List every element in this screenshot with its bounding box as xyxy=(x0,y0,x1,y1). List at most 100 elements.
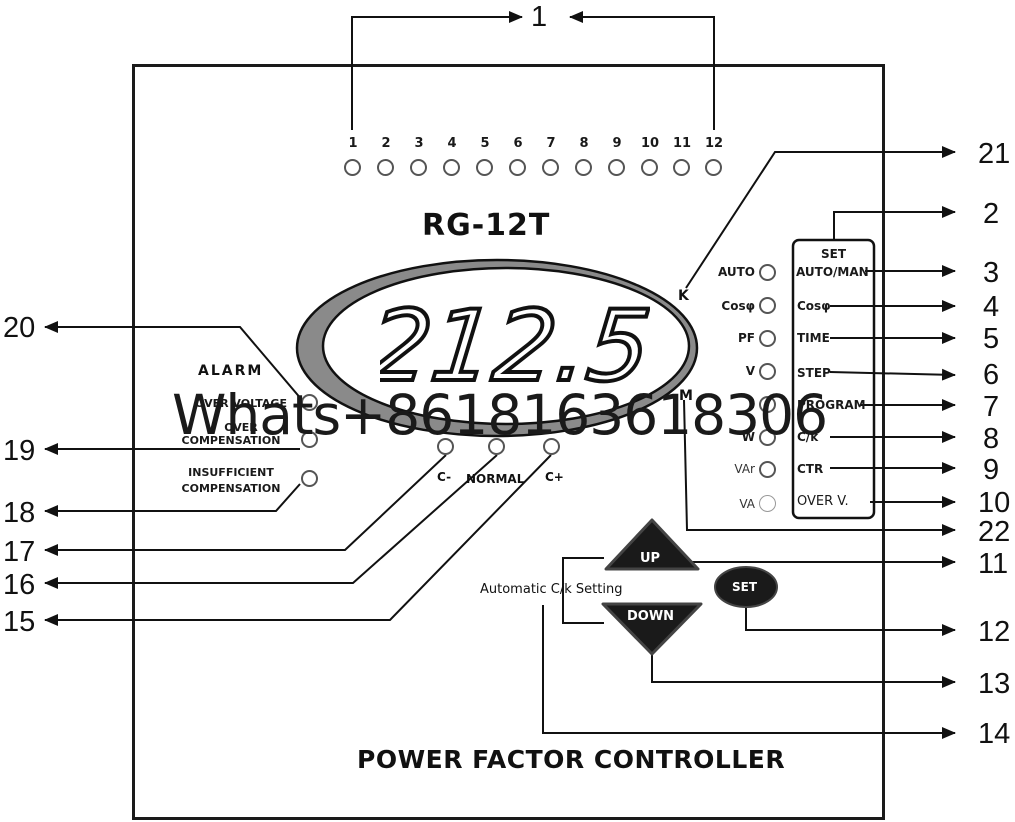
step-led-icon xyxy=(443,159,460,176)
display-screen xyxy=(321,266,691,426)
normal-label: NORMAL xyxy=(466,472,525,486)
callout-20: 20 xyxy=(3,312,36,344)
c-minus-led-icon xyxy=(437,438,454,455)
callout-10: 10 xyxy=(978,487,1011,519)
callout-2: 2 xyxy=(983,198,1000,230)
set-item-program: PROGRAM xyxy=(797,398,866,412)
display-value: 212.5 xyxy=(380,295,650,395)
indicator-led-icon xyxy=(759,495,776,512)
step-led-number: 10 xyxy=(640,136,660,151)
callout-13-line xyxy=(651,652,956,688)
callout-7: 7 xyxy=(983,391,1000,423)
callout-16: 16 xyxy=(3,569,36,601)
c-plus-label: C+ xyxy=(545,470,564,484)
indicator-led-icon xyxy=(759,363,776,380)
model-title: RG-12T xyxy=(422,208,551,243)
step-led-number: 12 xyxy=(704,136,724,151)
step-led-number: 11 xyxy=(672,136,692,151)
indicator-label-var: VAr xyxy=(734,462,755,476)
watermark-text: Whats+8618163618306 xyxy=(172,383,828,447)
indicator-label-i: I xyxy=(750,397,755,411)
callout-3: 3 xyxy=(983,257,1000,289)
indicator-label-w: W xyxy=(741,430,755,444)
up-button[interactable] xyxy=(604,518,700,571)
indicator-label-cos: Cosφ xyxy=(721,299,755,313)
up-button-label[interactable]: UP xyxy=(640,551,661,566)
callout-22-line xyxy=(683,399,956,536)
step-led-number: 3 xyxy=(414,136,424,151)
callout-12: 12 xyxy=(978,616,1011,648)
callout-21: 21 xyxy=(978,138,1011,170)
indicator-led-icon xyxy=(759,461,776,478)
alarm-over-compensation-led-icon xyxy=(301,431,318,448)
callout-4: 4 xyxy=(983,291,1000,323)
display-window xyxy=(295,258,699,438)
alarm-insufficient-compensation-label: COMPENSATION xyxy=(181,482,281,495)
step-led-icon xyxy=(641,159,658,176)
m-label: M xyxy=(679,388,693,404)
normal-led-icon xyxy=(488,438,505,455)
step-led-icon xyxy=(476,159,493,176)
indicator-label-pf: PF xyxy=(738,331,755,345)
set-button[interactable] xyxy=(714,566,778,608)
display-value-text: 212.5 xyxy=(380,295,650,395)
step-led-icon xyxy=(705,159,722,176)
set-box-title: SET xyxy=(821,247,847,261)
callout-14-line xyxy=(542,605,956,739)
step-led-icon xyxy=(673,159,690,176)
step-led-icon xyxy=(377,159,394,176)
step-led-icon xyxy=(344,159,361,176)
set-button-label[interactable]: SET xyxy=(732,580,758,594)
step-led-icon xyxy=(575,159,592,176)
callout-15-line xyxy=(44,454,552,626)
down-button-label[interactable]: DOWN xyxy=(627,609,675,624)
set-item-auto-man: AUTO/MAN xyxy=(796,265,869,279)
down-button[interactable] xyxy=(601,602,703,656)
automatic-ck-setting-label: Automatic C/k Setting xyxy=(480,582,623,597)
callout-6: 6 xyxy=(983,359,1000,391)
step-led-number: 9 xyxy=(612,136,622,151)
step-led-icon xyxy=(542,159,559,176)
indicator-led-icon xyxy=(759,330,776,347)
callout-9: 9 xyxy=(983,454,1000,486)
set-item-step: STEP xyxy=(797,366,831,380)
alarm-insufficient-label: INSUFFICIENT xyxy=(188,466,274,479)
alarm-over-label: OVER xyxy=(224,421,258,434)
step-led-number: 6 xyxy=(513,136,523,151)
step-led-number: 8 xyxy=(579,136,589,151)
indicator-label-v: V xyxy=(745,364,755,378)
callout-17: 17 xyxy=(3,536,36,568)
callout-6-line xyxy=(829,368,956,381)
set-item-ctr: CTR xyxy=(797,462,824,476)
callout-15: 15 xyxy=(3,606,36,638)
alarm-over-compensation-label: COMPENSATION xyxy=(181,434,281,447)
set-item-cos: Cosφ xyxy=(797,299,831,313)
step-led-icon xyxy=(509,159,526,176)
callout-16-line xyxy=(44,454,498,589)
callout-1-line-left xyxy=(351,11,523,130)
set-item-time: TIME xyxy=(797,331,830,345)
indicator-led-icon xyxy=(759,264,776,281)
callout-5: 5 xyxy=(983,323,1000,355)
step-led-number: 1 xyxy=(348,136,358,151)
indicator-led-icon xyxy=(759,429,776,446)
auto-setting-bracket xyxy=(562,557,604,624)
indicator-led-icon xyxy=(759,297,776,314)
controller-front-panel xyxy=(132,64,885,820)
step-led-icon xyxy=(608,159,625,176)
callout-12-line xyxy=(745,604,956,636)
callout-20-line xyxy=(44,321,303,401)
callout-18: 18 xyxy=(3,497,36,529)
indicator-label-auto: AUTO xyxy=(717,265,755,279)
step-led-number: 4 xyxy=(447,136,457,151)
callout-14: 14 xyxy=(978,718,1011,750)
callout-8: 8 xyxy=(983,423,1000,455)
callout-13: 13 xyxy=(978,668,1011,700)
step-led-number: 2 xyxy=(381,136,391,151)
set-box xyxy=(791,238,876,520)
callout-17-line xyxy=(44,454,447,556)
callout-19: 19 xyxy=(3,435,36,467)
indicator-label-va: VA xyxy=(739,497,755,511)
callout-1-line-right xyxy=(569,11,715,130)
